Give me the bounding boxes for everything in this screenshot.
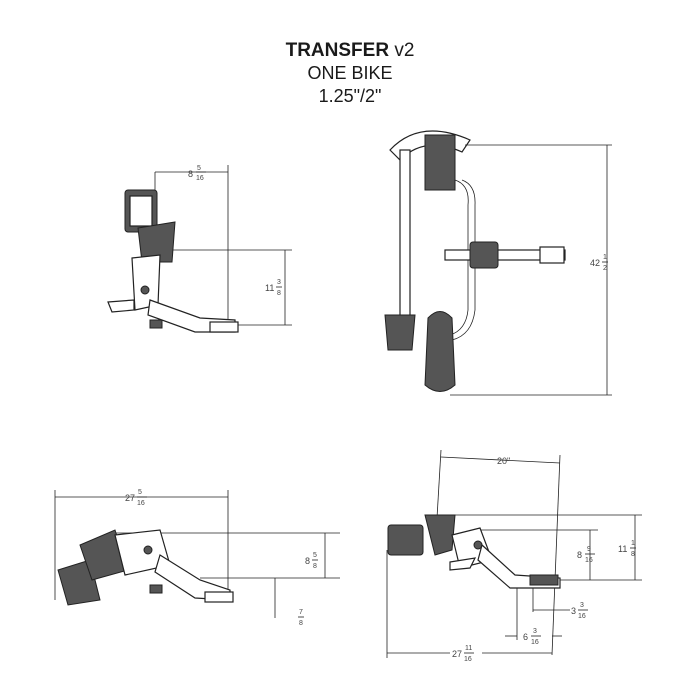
svg-text:8: 8 <box>313 563 317 570</box>
svg-text:16: 16 <box>464 656 472 663</box>
side-view-folded <box>54 490 340 618</box>
svg-text:42: 42 <box>590 258 600 268</box>
svg-text:8: 8 <box>305 556 310 566</box>
dim-tilt-height-total: 11 1 8 <box>618 540 636 558</box>
dim-folded-length: 27 5 16 <box>125 489 147 507</box>
svg-text:5: 5 <box>197 165 201 172</box>
svg-text:16: 16 <box>585 557 593 564</box>
svg-text:27: 27 <box>125 493 135 503</box>
front-view <box>384 130 612 396</box>
dim-tilt-offset: 6 3 16 <box>505 628 562 646</box>
svg-text:11: 11 <box>265 283 274 293</box>
hitch-size: 1.25"/2" <box>318 86 382 106</box>
svg-text:8: 8 <box>299 620 303 627</box>
svg-text:1: 1 <box>603 254 607 261</box>
svg-text:6: 6 <box>523 632 528 642</box>
dim-tilt-span: 20" <box>497 456 510 466</box>
dim-side-top-height: 11 3 8 <box>265 279 282 297</box>
svg-text:8: 8 <box>188 169 193 179</box>
svg-text:3: 3 <box>533 628 537 635</box>
svg-text:3: 3 <box>580 602 584 609</box>
side-view-upright <box>107 165 292 333</box>
svg-text:8: 8 <box>631 551 635 558</box>
drawing-title: TRANSFER v2 <box>0 40 700 62</box>
dim-folded-drop: 7 8 <box>298 609 304 627</box>
svg-text:20": 20" <box>497 456 510 466</box>
product-name: TRANSFER <box>285 40 390 61</box>
svg-text:8: 8 <box>577 550 582 560</box>
product-version: v2 <box>394 40 415 61</box>
svg-text:16: 16 <box>137 500 145 507</box>
svg-text:11: 11 <box>618 544 627 554</box>
svg-text:8: 8 <box>277 290 281 297</box>
svg-text:2: 2 <box>603 265 607 272</box>
svg-text:16: 16 <box>196 175 204 182</box>
drawing-subtitle: ONE BIKE <box>307 63 393 83</box>
svg-text:16: 16 <box>531 639 539 646</box>
svg-text:5: 5 <box>138 489 142 496</box>
svg-text:5: 5 <box>313 552 317 559</box>
dim-tilt-length: 27 11 16 <box>450 645 482 663</box>
svg-text:3: 3 <box>277 279 281 286</box>
dim-folded-height: 8 5 8 <box>305 552 318 570</box>
side-view-tilted <box>386 449 642 658</box>
svg-text:3: 3 <box>571 606 576 616</box>
dim-tilt-offset-small: 3 3 16 <box>533 602 588 620</box>
svg-text:7: 7 <box>299 609 303 616</box>
svg-text:16: 16 <box>578 613 586 620</box>
svg-text:1: 1 <box>631 540 635 547</box>
svg-text:27: 27 <box>452 649 462 659</box>
svg-text:11: 11 <box>465 645 472 652</box>
dim-tilt-height: 8 9 16 <box>577 546 595 564</box>
svg-text:9: 9 <box>587 546 591 553</box>
dim-front-height: 42 1 2 <box>590 254 608 272</box>
dim-side-top-width: 8 5 16 <box>188 165 206 182</box>
